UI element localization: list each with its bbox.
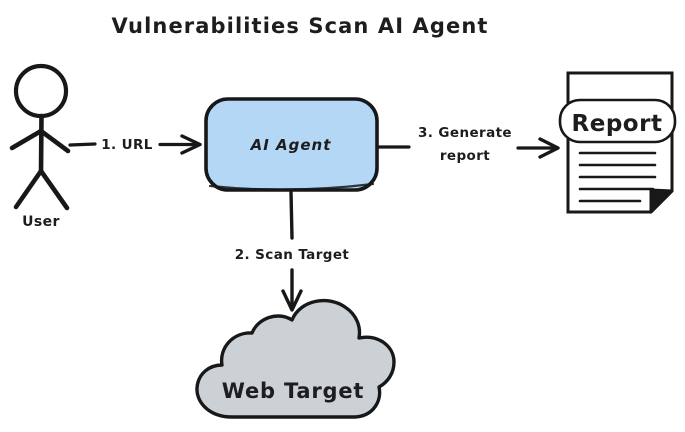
stick-figure-leg-right-icon [38,168,70,211]
diagram-title: Vulnerabilities Scan AI Agent [111,14,488,38]
node-ai-agent-sketch-underline [208,182,375,191]
node-report-label: Report [572,111,663,137]
node-report[interactable]: Report [558,71,677,214]
edge-agent-to-target-arrowhead-icon [281,289,303,312]
stick-figure-leg-left-icon [13,168,44,210]
edge-user-to-agent-label: 1. URL [101,137,153,153]
edge-agent-to-report: 3. Generate report [376,125,560,164]
node-ai-agent[interactable]: AI Agent [204,97,379,192]
edge-agent-to-target-label: 2. Scan Target [235,247,350,263]
edge-user-to-agent-arrowhead-icon [180,134,202,155]
stick-figure-arm-right-icon [38,128,71,154]
edge-user-to-agent: 1. URL [68,134,202,155]
stick-figure-body-icon [38,113,44,175]
edge-user-to-agent-line-left [68,142,97,147]
edge-agent-to-report-label-line1: 3. Generate [418,125,512,141]
stick-figure-icon [9,63,71,211]
edge-agent-to-report-label-line2: report [440,148,490,164]
node-ai-agent-label: AI Agent [250,136,332,154]
node-web-target[interactable]: Web Target [195,298,396,419]
stick-figure-head-icon [13,63,69,119]
node-report-text-lines [578,151,657,203]
edge-agent-to-report-arrowhead-icon [538,137,560,159]
node-web-target-label: Web Target [222,379,364,403]
stick-figure-arm-left-icon [9,128,44,151]
node-web-target-cloud-shape [195,298,396,419]
edge-agent-to-target: 2. Scan Target [235,190,350,312]
node-report-title-capsule [558,98,677,144]
edge-agent-to-target-line-top [289,190,294,240]
node-user[interactable]: User [9,63,71,230]
node-report-folded-corner-icon [649,188,674,214]
node-user-label: User [22,214,60,230]
